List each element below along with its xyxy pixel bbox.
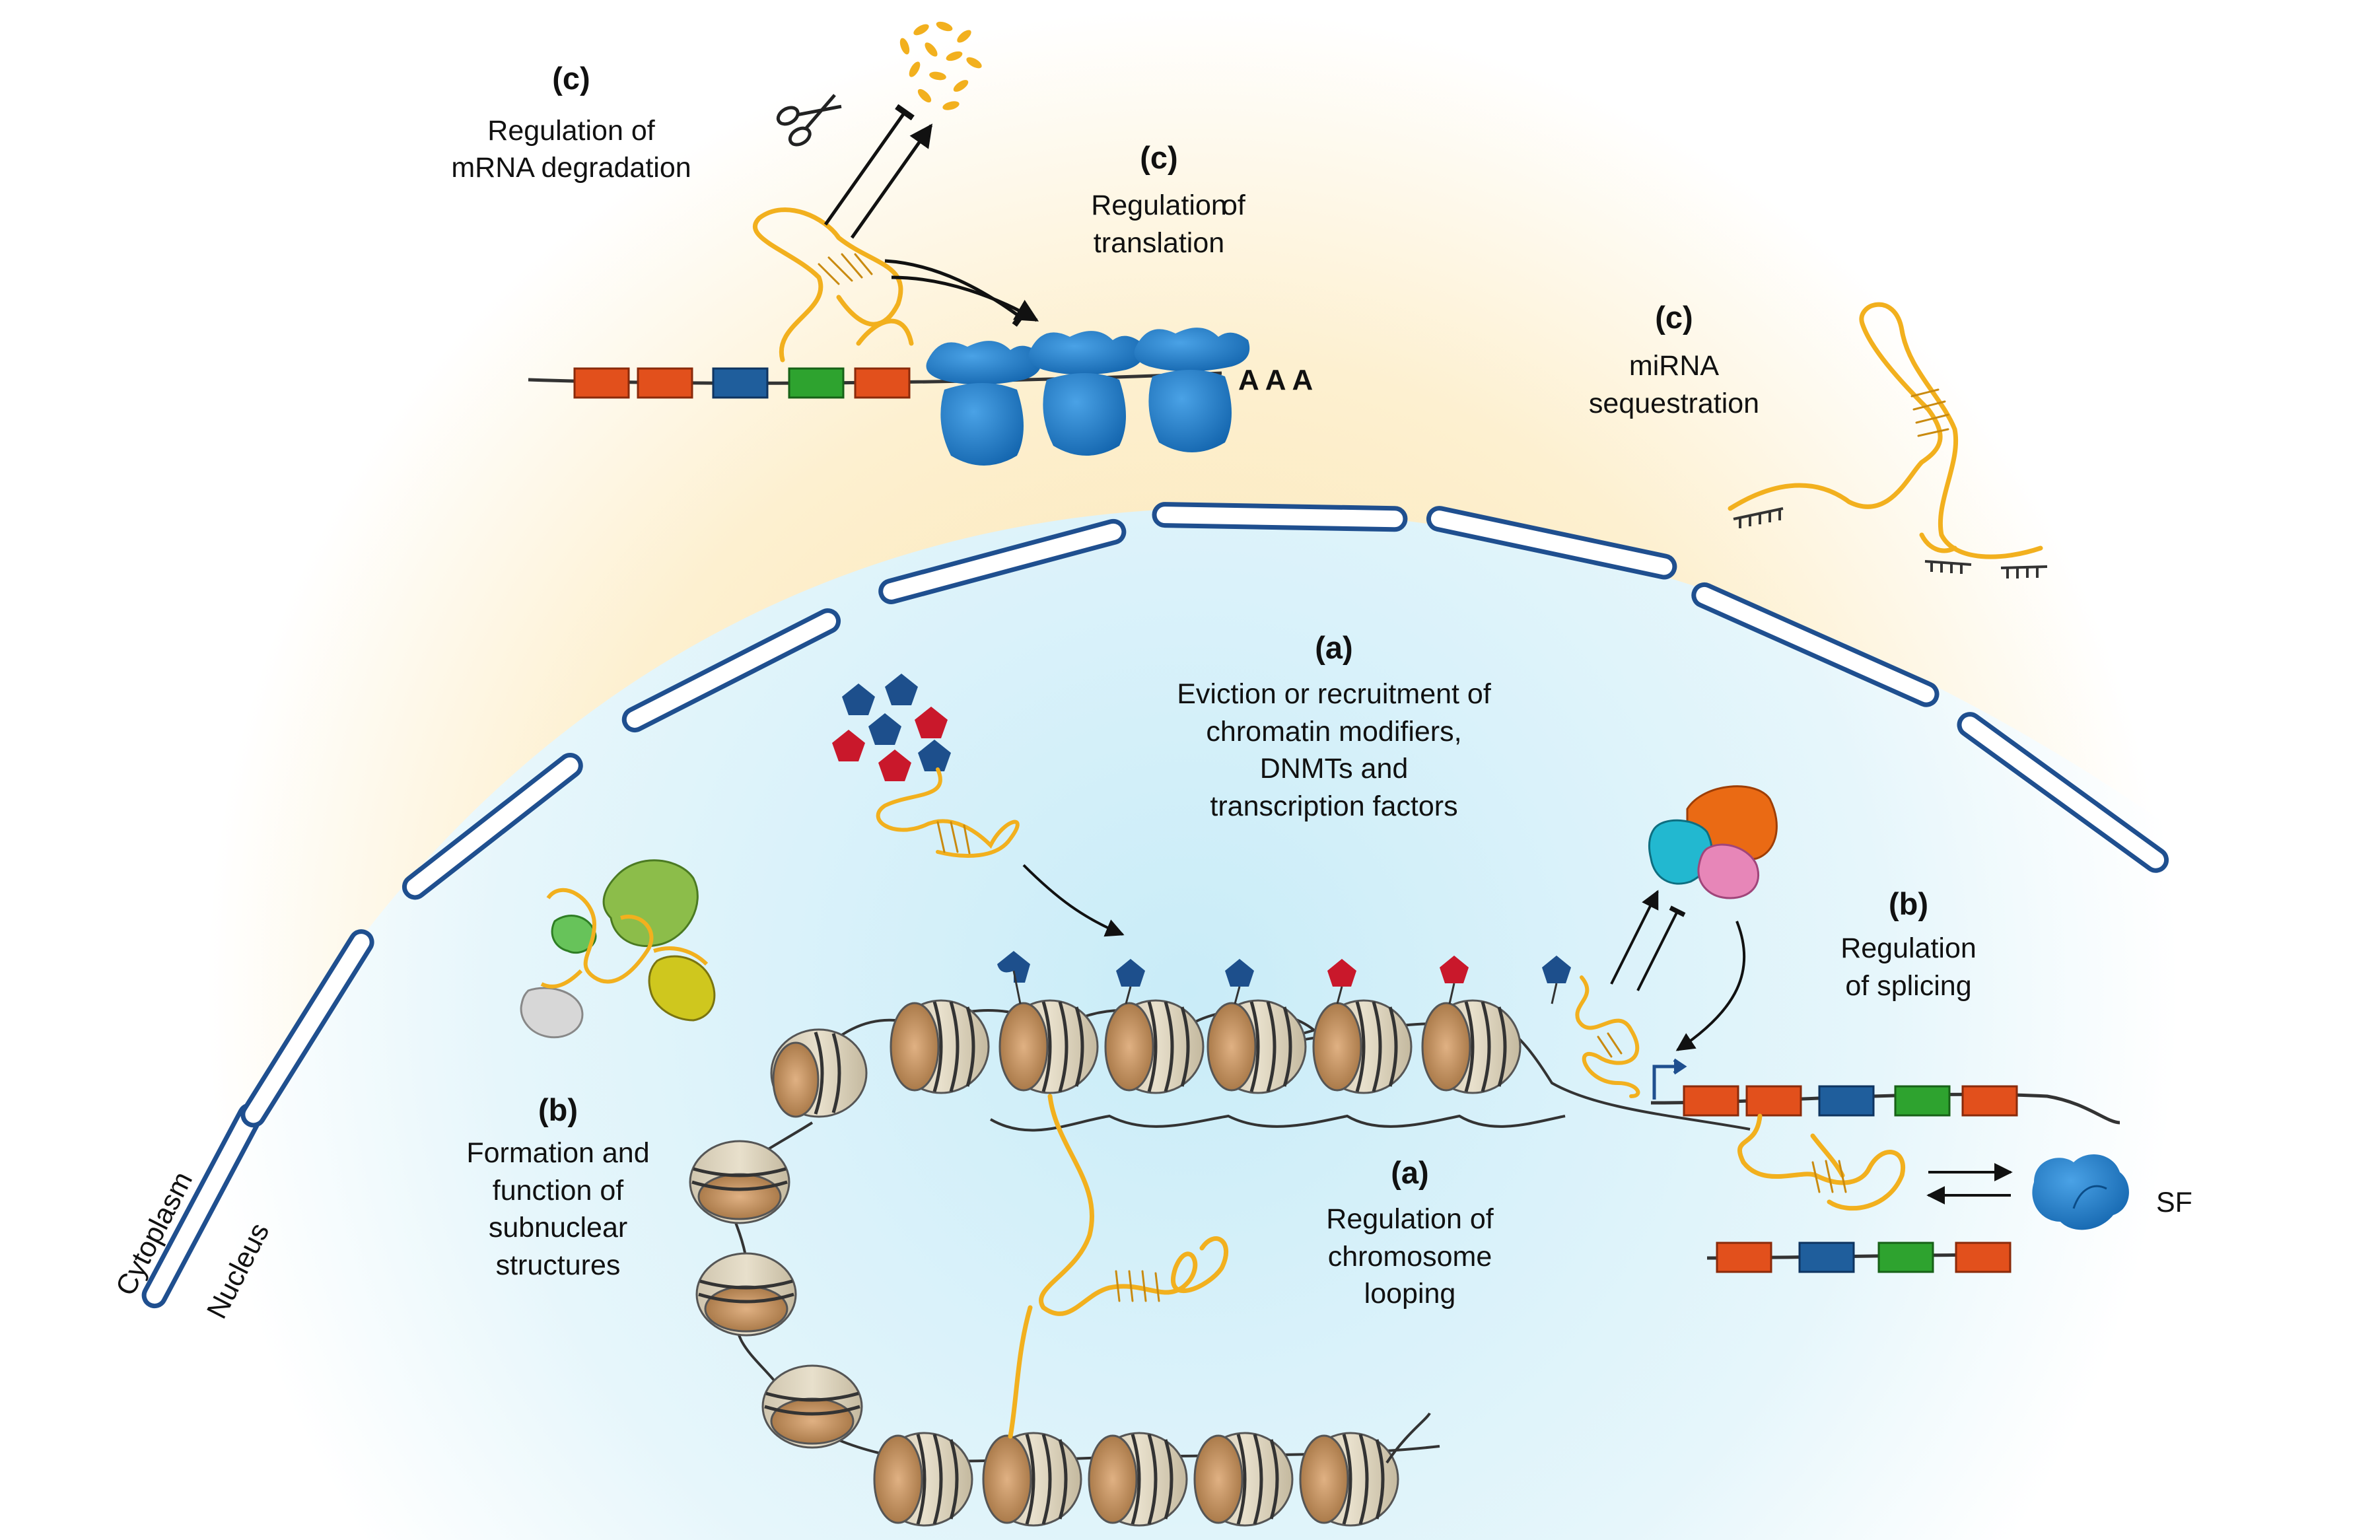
ribosome	[1028, 331, 1144, 456]
svg-text:chromatin modifiers,: chromatin modifiers,	[1206, 716, 1461, 748]
nucleosome	[1299, 1432, 1399, 1527]
translation-arrows	[884, 259, 1039, 320]
polya-tail: A A A	[1238, 364, 1313, 396]
exon-red	[1961, 1085, 2018, 1117]
transcription-start-arrow-icon	[1652, 1058, 1687, 1100]
nucleosome	[890, 999, 990, 1094]
nucleosome	[982, 1432, 1082, 1527]
svg-text:subnuclear: subnuclear	[489, 1212, 627, 1243]
svg-text:function of: function of	[493, 1175, 624, 1207]
exon-green	[1877, 1242, 1934, 1273]
exon-red	[637, 367, 693, 399]
lncrna-eviction	[876, 767, 1020, 858]
svg-text:sequestration: sequestration	[1589, 388, 1759, 419]
exon-red	[854, 367, 911, 399]
label-c-translation: (c) Regulation of translation	[1091, 140, 1246, 259]
svg-text:(b): (b)	[1889, 886, 1928, 921]
exon-red	[1955, 1242, 2012, 1273]
svg-text:of splicing: of splicing	[1845, 970, 1971, 1002]
lncrna-looping	[1008, 1094, 1228, 1439]
ribosome	[1134, 328, 1250, 452]
mrna-strand-top	[528, 367, 1222, 399]
label-c-sequestration: (c) miRNA sequestration	[1589, 300, 1759, 419]
chromatin-end	[1385, 1412, 1431, 1464]
svg-text:DNMTs and: DNMTs and	[1260, 753, 1409, 785]
exon-red	[573, 367, 630, 399]
lncrna-sponge	[1728, 302, 2043, 559]
label-c-degradation: (c) Regulation of mRNA degradation	[451, 61, 691, 184]
svg-text:Regulation: Regulation	[1840, 932, 1977, 964]
svg-text:transcription factors: transcription factors	[1210, 790, 1457, 822]
label-b-subnuclear: (b) Formation and function of subnuclear…	[466, 1092, 649, 1281]
exon-blue	[1798, 1242, 1855, 1273]
svg-text:chromosome: chromosome	[1328, 1241, 1492, 1273]
label-b-splicing: (b) Regulation of splicing	[1840, 886, 1977, 1002]
degradation-arrows	[823, 112, 933, 239]
label-a-eviction: (a) Eviction or recruitment of chromatin…	[1177, 630, 1492, 822]
nucleosomes	[689, 999, 1522, 1527]
scissors-icon	[776, 94, 842, 147]
exon-blue	[712, 367, 769, 399]
rna-fragments	[899, 21, 982, 110]
svg-text:miRNA: miRNA	[1629, 350, 1719, 382]
nucleosome	[1104, 999, 1205, 1094]
sf-label: SF	[2156, 1187, 2192, 1218]
svg-text:(c): (c)	[1655, 300, 1693, 335]
nucleosome	[761, 1364, 863, 1449]
ribosome	[926, 341, 1042, 466]
nuclear-envelope	[141, 502, 2169, 1309]
lncrna-promoter	[1575, 975, 1640, 1098]
gene-spliced-mrna	[1706, 1242, 2012, 1273]
nucleosome	[873, 1432, 973, 1527]
svg-text:Eviction or recruitment of: Eviction or recruitment of	[1177, 678, 1492, 710]
nucleosome	[998, 999, 1099, 1094]
equilibrium-arrows	[1926, 1163, 2013, 1205]
svg-text:of: of	[1222, 190, 1246, 221]
svg-text:(c): (c)	[552, 61, 590, 96]
exon-red	[1716, 1242, 1772, 1273]
subnuclear-complex	[520, 859, 716, 1039]
nucleosome	[1421, 999, 1522, 1094]
lncrna-splicing	[1737, 1113, 1905, 1211]
svg-text:translation: translation	[1094, 227, 1224, 259]
nucleosome	[1312, 999, 1413, 1094]
svg-text:(a): (a)	[1391, 1155, 1428, 1190]
nucleosome	[1193, 1432, 1294, 1527]
eviction-arrow	[1022, 864, 1125, 937]
chromatin-modifiers	[832, 674, 951, 781]
modifier-complex	[1648, 785, 1778, 899]
svg-text:Regulation of: Regulation of	[1326, 1203, 1494, 1235]
exon-blue	[1818, 1085, 1875, 1117]
exon-red	[1745, 1085, 1802, 1117]
svg-text:(c): (c)	[1140, 140, 1177, 175]
exon-green	[1894, 1085, 1951, 1117]
svg-text:(b): (b)	[538, 1092, 578, 1127]
lncrna-translation	[752, 207, 914, 363]
svg-text:(a): (a)	[1315, 630, 1352, 665]
recruitment-arrows	[1610, 890, 1746, 1051]
splicing-factor	[2032, 1154, 2129, 1230]
svg-text:looping: looping	[1364, 1278, 1456, 1310]
chromatin-linker-lower	[989, 1114, 1566, 1132]
histone-marks	[997, 951, 1571, 1004]
svg-text:Regulation: Regulation	[1091, 190, 1227, 221]
svg-text:mRNA degradation: mRNA degradation	[451, 152, 691, 184]
exon-red	[1683, 1085, 1739, 1117]
exon-green	[788, 367, 845, 399]
nucleosome	[770, 1028, 868, 1118]
nucleosome	[695, 1252, 797, 1337]
label-a-looping: (a) Regulation of chromosome looping	[1326, 1155, 1494, 1310]
svg-text:Formation and: Formation and	[466, 1137, 649, 1169]
nucleosome	[689, 1140, 790, 1224]
gene-pre-mrna	[1650, 1085, 2120, 1125]
nucleosome	[1207, 999, 1307, 1094]
svg-text:structures: structures	[496, 1249, 621, 1281]
nucleosome	[1088, 1432, 1188, 1527]
svg-text:Regulation of: Regulation of	[487, 115, 655, 147]
mirna-bound	[1733, 507, 2048, 578]
